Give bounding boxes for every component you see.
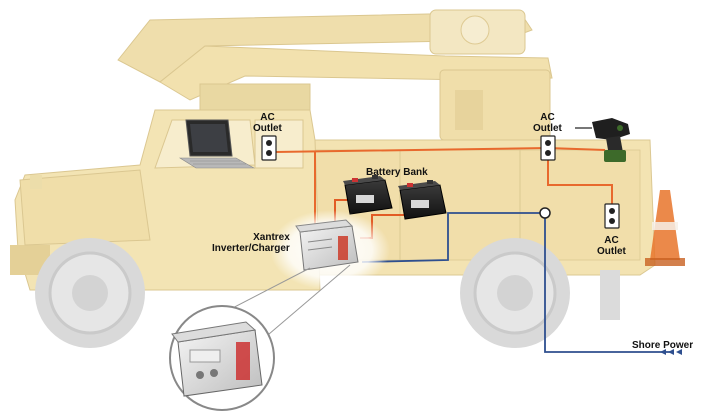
battery-icon-1 <box>343 175 393 215</box>
front-wheel <box>35 238 145 348</box>
rear-wheel <box>460 238 570 348</box>
shore-power-label: Shore Power <box>632 340 694 351</box>
label-line: AC <box>260 112 275 123</box>
outlet-icon-cab <box>261 135 277 161</box>
label-line: Outlet <box>253 123 282 134</box>
junction-icon <box>539 207 551 219</box>
traffic-cone-icon <box>645 190 685 266</box>
shore-power-arrows <box>660 349 682 355</box>
label-line: Outlet <box>597 246 626 257</box>
laptop-icon <box>178 119 256 169</box>
ac-outlet-boom-label: AC Outlet <box>533 112 562 134</box>
battery-icon-2 <box>398 180 447 220</box>
drill-icon <box>575 118 630 162</box>
inverter-label: Xantrex Inverter/Charger <box>212 232 290 254</box>
outlet-icon-rear <box>604 203 620 229</box>
truck <box>10 9 656 348</box>
label-line: Inverter/Charger <box>212 243 290 254</box>
inverter-detail-magnifier <box>169 305 275 411</box>
outlet-icon-boom <box>540 135 556 161</box>
ac-outlet-cab-label: AC Outlet <box>253 112 282 134</box>
label-line: AC <box>540 112 555 123</box>
inverter-icon <box>295 219 359 271</box>
label-line: Xantrex <box>253 232 290 243</box>
label-line: Outlet <box>533 123 562 134</box>
ac-outlet-rear-label: AC Outlet <box>597 235 626 257</box>
battery-bank-label: Battery Bank <box>366 167 428 178</box>
label-line: AC <box>604 235 619 246</box>
